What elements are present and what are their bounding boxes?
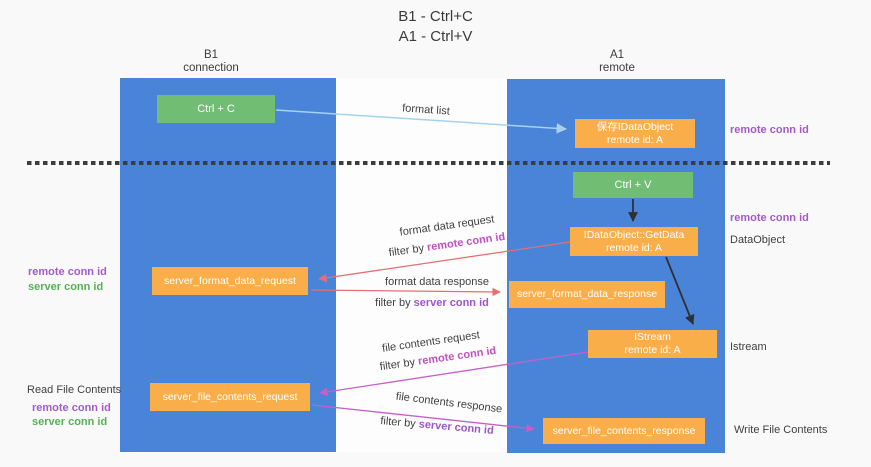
istream-side-label: Istream [730,341,767,353]
save-idataobject-line1: 保存IDataObject [596,120,674,133]
remote-conn-id-label-top-right: remote conn id [730,124,809,136]
remote-conn-id-label-right: remote conn id [730,212,809,224]
lane-a1-name: A1 [609,49,625,61]
filter-by-text: filter by [375,297,411,309]
server-format-data-response-box: server_format_data_response [509,281,665,308]
format-data-response-filter-label: filter by server conn id [375,297,489,309]
getdata-line1: IDataObject::GetData [583,228,685,241]
file-contents-response-arrow [311,404,535,433]
server-format-data-response-label: server_format_data_response [516,288,658,300]
istream-line2: remote id: A [624,344,681,356]
lane-header-b1: B1 connection [131,49,291,75]
istream-box: IStream remote id: A [588,330,717,358]
lane-a1-subtitle: remote [599,62,635,74]
server-conn-id-label-left-1: server conn id [28,281,104,293]
diagram-title: B1 - Ctrl+C A1 - Ctrl+V [0,7,871,47]
remote-conn-id-label-left-2: remote conn id [32,402,111,414]
read-file-contents-label: Read File Contents [27,384,122,396]
format-data-response-label: format data response [385,276,489,288]
format-list-arrow [275,109,568,134]
istream-line1: IStream [634,331,671,343]
message-gap-panel [336,78,507,452]
server-conn-id-highlight: server conn id [413,297,489,309]
file-contents-request-arrow [319,351,589,397]
save-idataobject-box: 保存IDataObject remote id: A [575,119,695,148]
server-format-data-request-box: server_format_data_request [152,267,308,295]
server-conn-id-label-left-2: server conn id [32,416,108,428]
format-data-response-arrow [310,287,501,297]
ctrl-c-label: Ctrl + C [197,103,235,115]
remote-conn-id-label-left-1: remote conn id [28,266,107,278]
idataobject-getdata-box: IDataObject::GetData remote id: A [570,227,698,256]
write-file-contents-label: Write File Contents [734,424,828,436]
getdata-line2: remote id: A [605,241,663,254]
format-data-request-arrow [318,241,571,283]
ctrl-v-box: Ctrl + V [573,172,693,198]
server-file-contents-response-box: server_file_contents_response [543,418,705,444]
lane-header-a1: A1 remote [537,49,697,75]
server-file-contents-response-label: server_file_contents_response [552,424,696,437]
lane-b1-subtitle: connection [183,62,239,74]
dataobject-label: DataObject [730,234,786,246]
lane-b1-name: B1 [203,49,219,61]
server-format-data-request-label: server_format_data_request [164,274,296,287]
server-file-contents-request-box: server_file_contents_request [150,383,310,411]
ctrl-c-box: Ctrl + C [157,95,275,123]
ctrl-v-label: Ctrl + V [614,179,652,191]
title-line-1: B1 - Ctrl+C [398,8,473,25]
save-idataobject-line2: remote id: A [606,133,664,146]
getdata-to-istream-arrow [665,256,695,325]
server-file-contents-request-label: server_file_contents_request [162,390,298,403]
title-line-2: A1 - Ctrl+V [398,28,473,45]
